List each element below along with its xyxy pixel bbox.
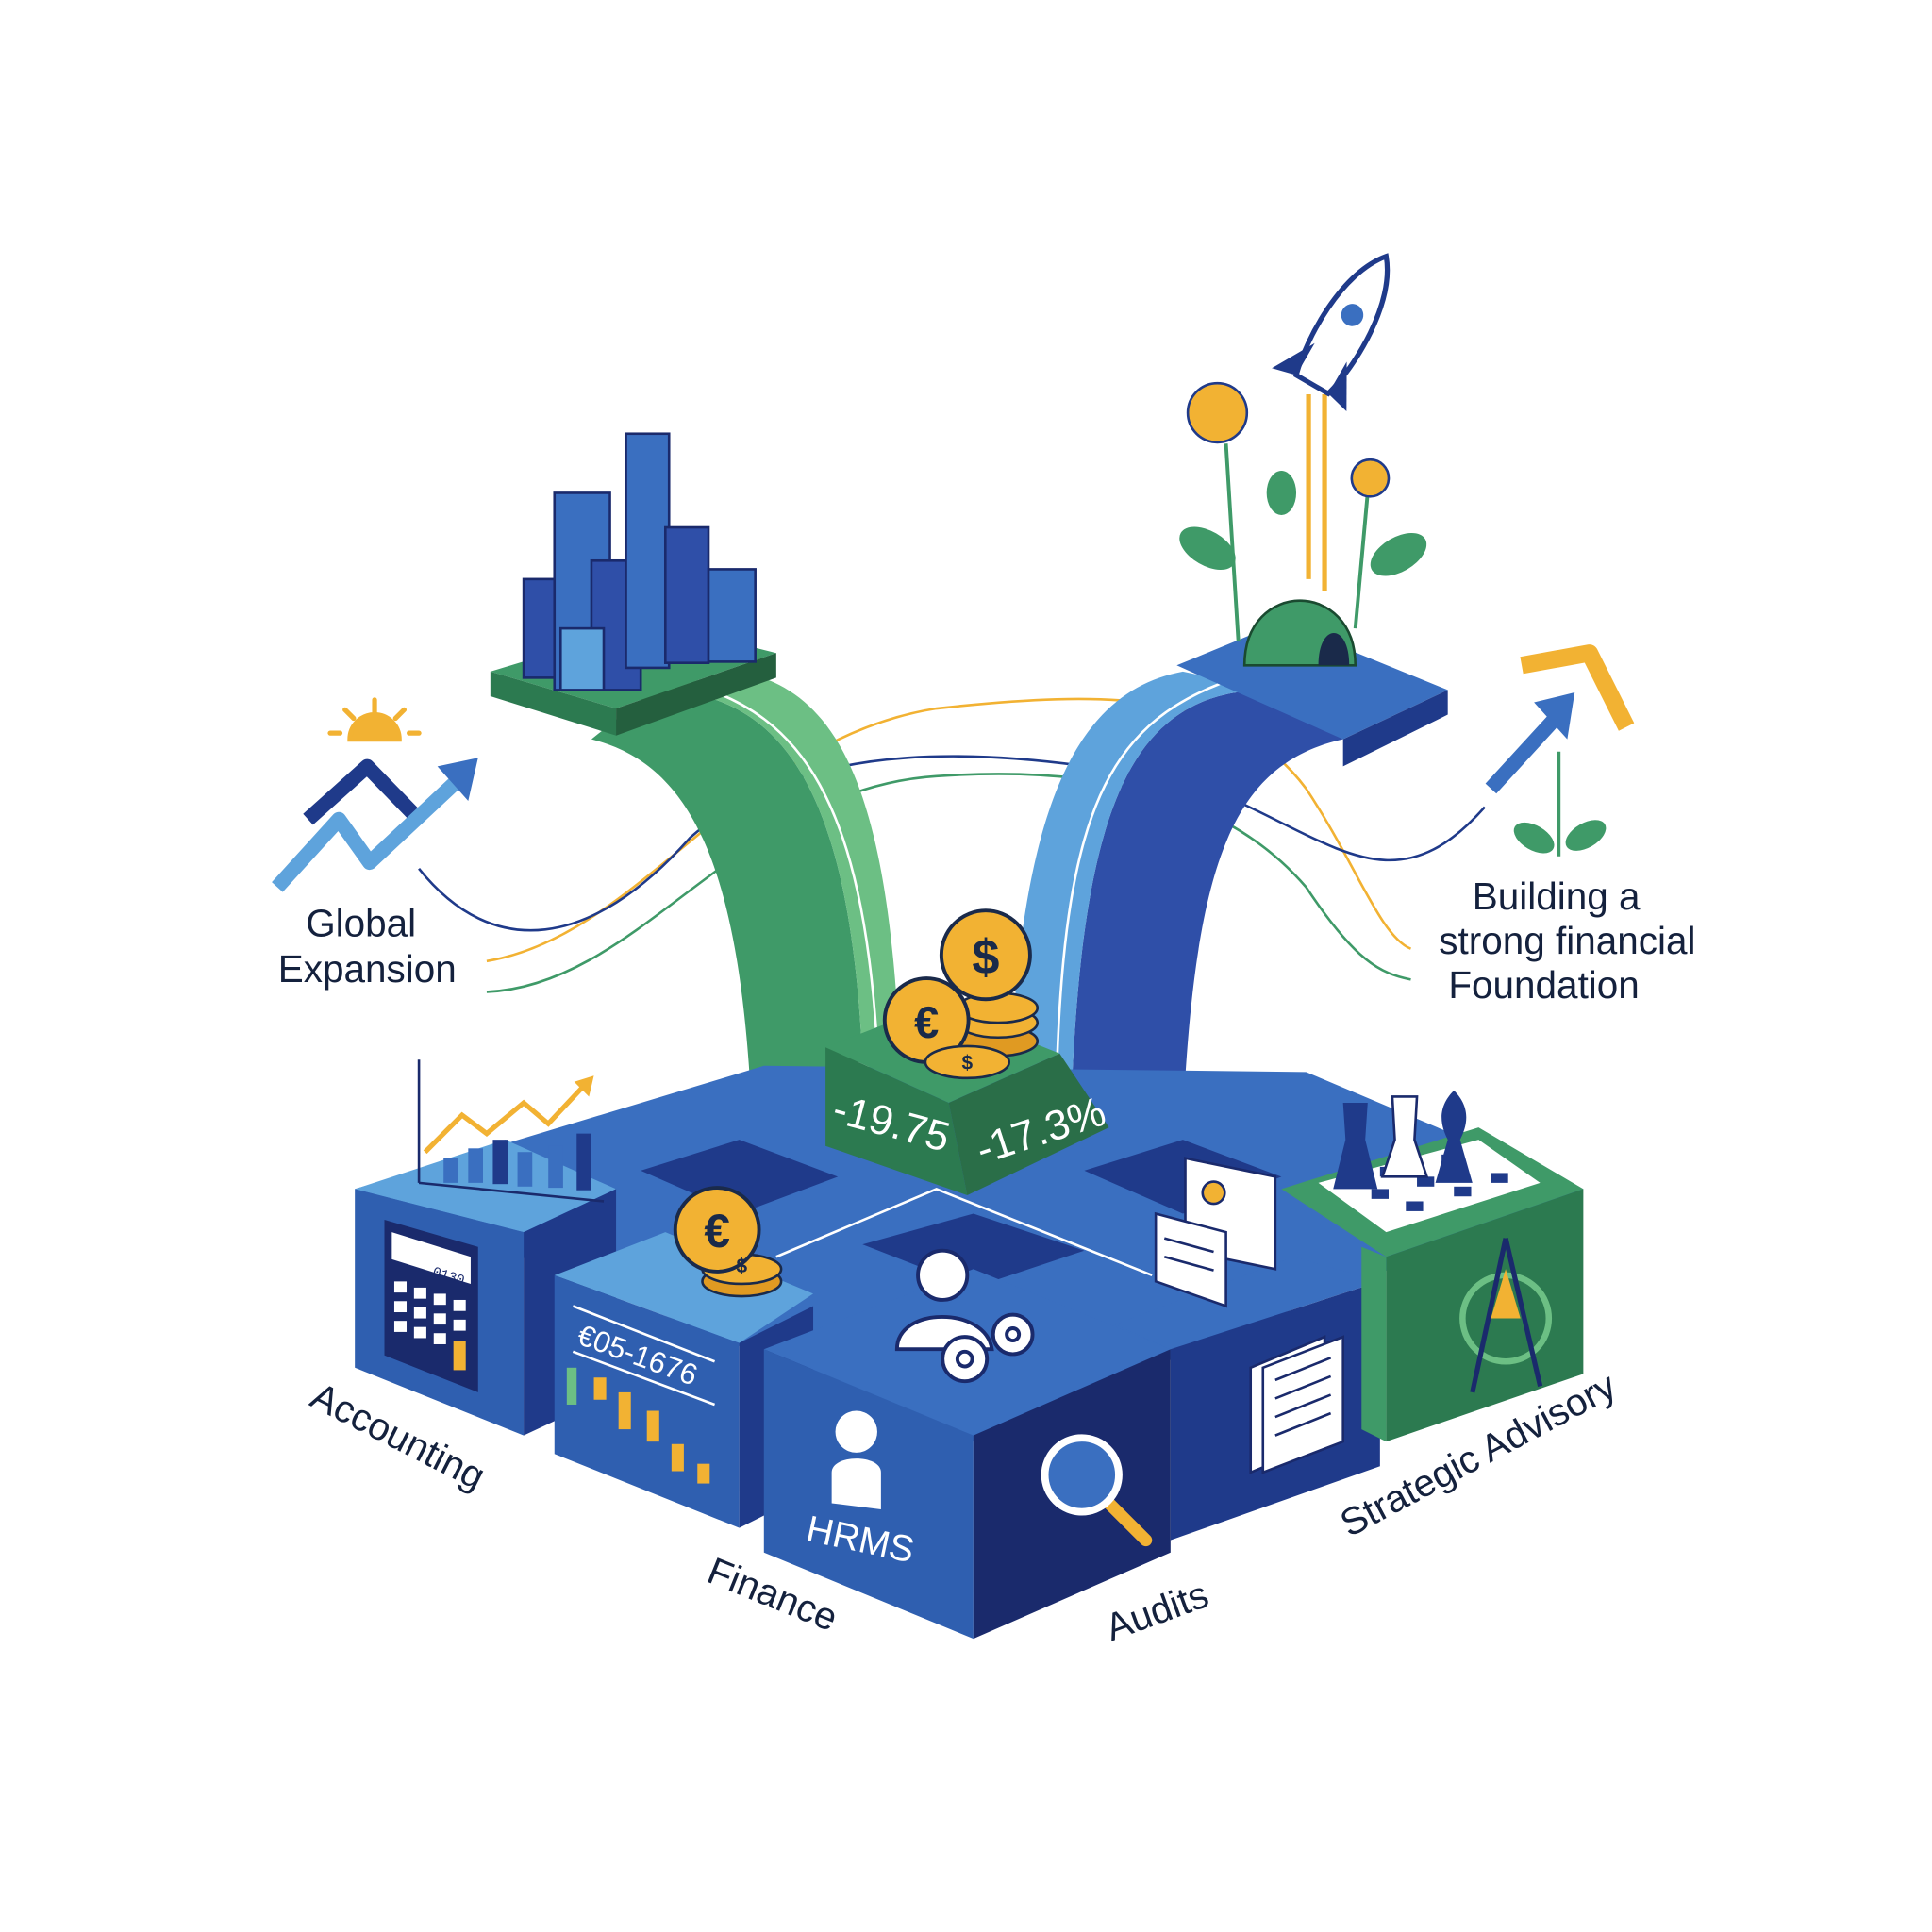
global-expansion-label-line1: Global (306, 902, 416, 945)
dollar-symbol: $ (972, 930, 999, 985)
documents-icon (1249, 1335, 1344, 1474)
global-expansion-label-line2: Expansion (278, 947, 457, 991)
chess-king-icon (1380, 1095, 1429, 1178)
flower-icon (1186, 381, 1249, 444)
magnifier-icon (1041, 1434, 1153, 1547)
hrms-person-icon (831, 1410, 881, 1509)
chess-pieces-icon (1333, 1090, 1473, 1190)
flow-line-green (486, 773, 1411, 993)
foundation-label-line3: Foundation (1448, 963, 1640, 1007)
compass-icon (1459, 1238, 1553, 1393)
growth-arrow-icon (272, 697, 478, 892)
coin-stack-icon: $ € $ (882, 908, 1040, 1080)
flower-icon (1350, 458, 1391, 498)
audits-block[interactable] (1115, 1157, 1380, 1541)
dollar-symbol: $ (961, 1053, 973, 1074)
foundation-label-line2: strong financial (1439, 919, 1695, 962)
plants-icon (1179, 381, 1427, 667)
resume-documents-icon (1154, 1157, 1277, 1308)
chess-rook-icon (1333, 1102, 1378, 1190)
euro-symbol: € (914, 997, 939, 1047)
candlestick-chart-icon (566, 1367, 710, 1484)
gears-icon (941, 1312, 1035, 1384)
right-arch (1010, 622, 1448, 1122)
finance-block[interactable]: €05-1676 € $ (554, 1186, 814, 1528)
left-arch (490, 622, 900, 1109)
hrms-block[interactable]: HRMS (763, 1248, 1171, 1640)
bar-chart-icon (417, 1059, 605, 1203)
city-buildings-icon (522, 432, 757, 691)
center-metrics-block: -19.75 -17.3% $ € $ (825, 908, 1111, 1195)
flow-line-navy (418, 755, 1486, 932)
flow-line-gold (486, 697, 1412, 963)
flow-lines (418, 697, 1486, 993)
audits-label[interactable]: Audits (1099, 1573, 1213, 1650)
foundation-label-line1: Building a (1473, 874, 1641, 918)
strategic-advisory-block[interactable] (1281, 1090, 1584, 1442)
accounting-block[interactable]: 0130 (355, 1059, 617, 1436)
rocket-icon (1272, 253, 1391, 591)
chess-bishop-icon (1435, 1090, 1473, 1183)
coins-icon: € $ (673, 1186, 783, 1298)
rising-arrow-icon (1485, 644, 1635, 857)
sun-icon (327, 697, 422, 742)
calculator-icon: 0130 (384, 1220, 478, 1392)
euro-symbol: € (704, 1205, 730, 1257)
sprout-icon (1513, 751, 1607, 857)
dollar-symbol: $ (736, 1256, 747, 1277)
